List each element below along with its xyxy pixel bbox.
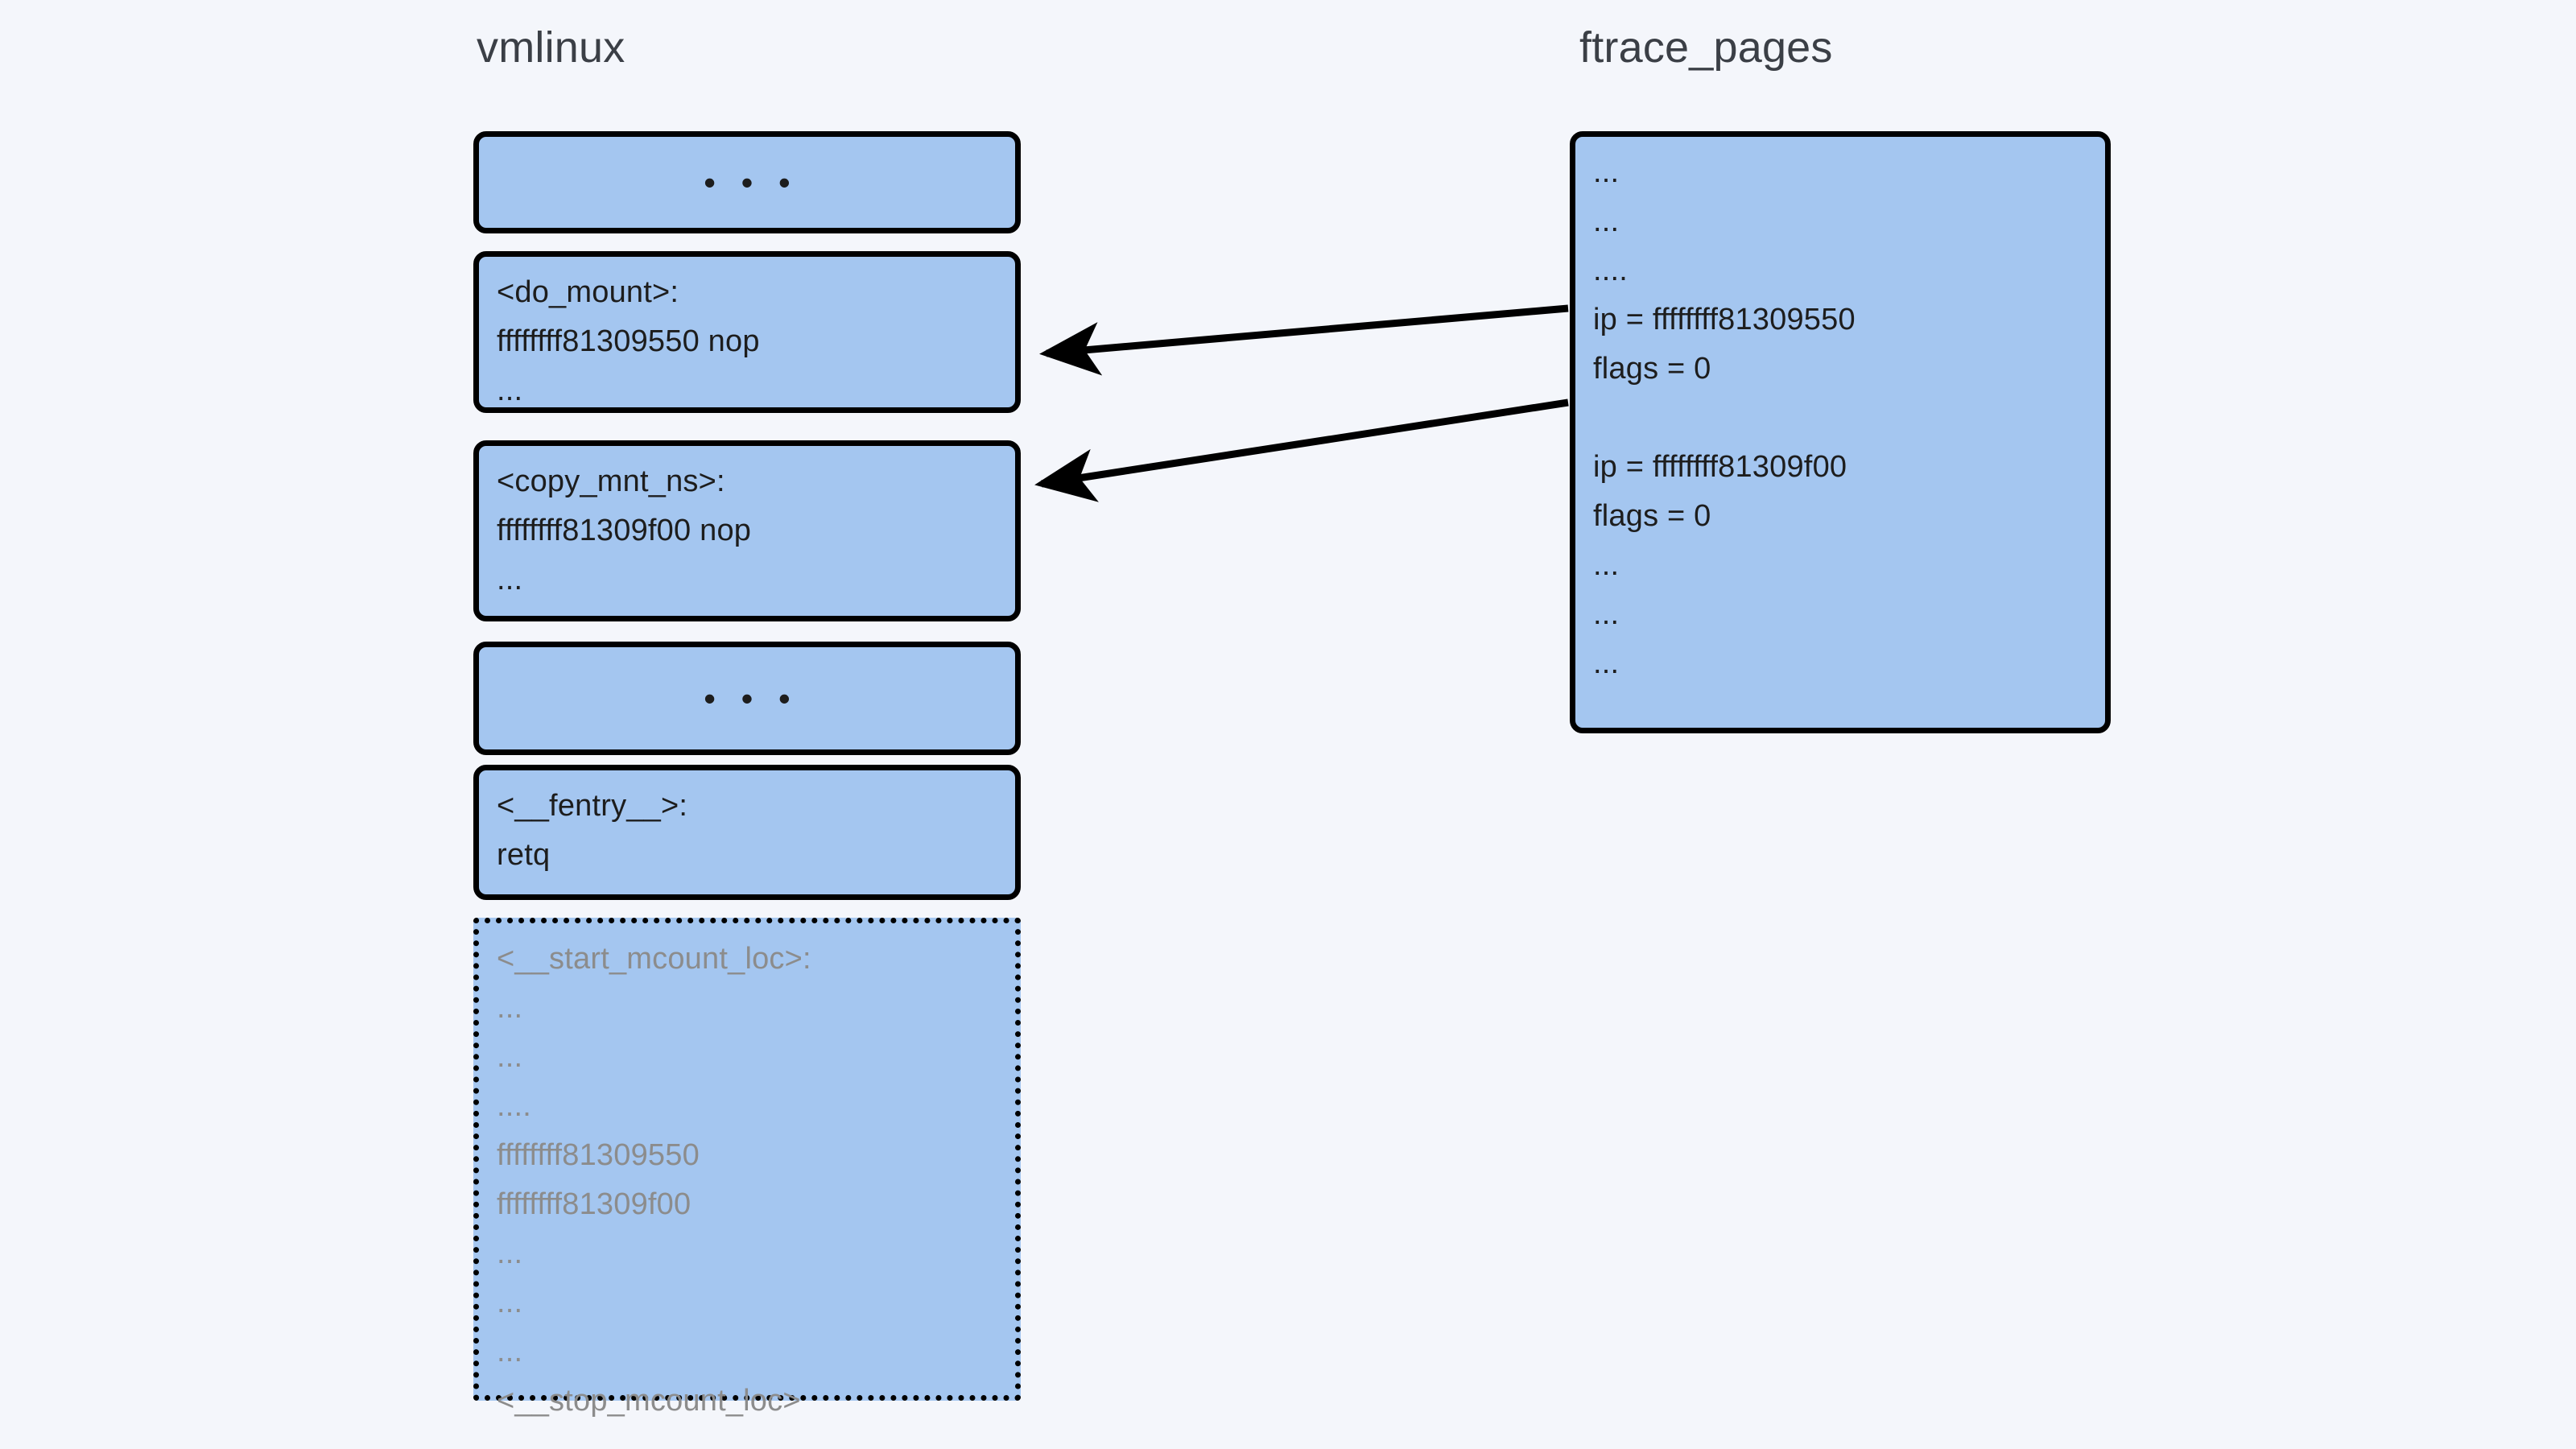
- ellipsis-glyph: • • •: [704, 679, 799, 717]
- code-line-address: ffffffff81309f00: [497, 1187, 691, 1221]
- arrow-ip-to-do-mount: [1039, 304, 1569, 376]
- code-lines: <copy_mnt_ns>: ffffffff81309f00 nop ...: [497, 457, 1005, 605]
- code-line-symbol: <copy_mnt_ns>:: [497, 464, 725, 498]
- code-line-start-marker: <__start_mcount_loc>:: [497, 942, 811, 976]
- ftrace-pages-block: ... ... .... ip = ffffffff81309550 flags…: [1570, 131, 2111, 733]
- vmlinux-symbol-block-do-mount: <do_mount>: ffffffff81309550 nop ...: [473, 251, 1021, 413]
- record-line-flags-2: flags = 0: [1593, 499, 1711, 533]
- code-line-instruction: retq: [497, 838, 551, 872]
- record-line-ellipsis: ...: [1593, 155, 1620, 189]
- code-line-instruction: ffffffff81309550 nop: [497, 324, 760, 358]
- code-line-ellipsis: ...: [497, 1236, 523, 1270]
- code-line-address: ffffffff81309550: [497, 1138, 700, 1172]
- code-line-instruction: ffffffff81309f00 nop: [497, 514, 752, 547]
- code-line-ellipsis: ...: [497, 1286, 523, 1319]
- code-line-stop-marker: <__stop_mcount_loc>: [497, 1384, 801, 1418]
- ellipsis-glyph: • • •: [704, 163, 799, 201]
- code-lines: <__start_mcount_loc>: ... ... .... fffff…: [497, 935, 1005, 1426]
- column-title-vmlinux: vmlinux: [477, 23, 625, 72]
- record-line-ellipsis: ...: [1593, 204, 1620, 238]
- code-line-ellipsis: ...: [497, 1335, 523, 1368]
- record-line-ip-2: ip = ffffffff81309f00: [1593, 450, 1847, 484]
- code-line-ellipsis: ...: [497, 374, 523, 407]
- vmlinux-ellipsis-block-top: • • •: [473, 131, 1021, 233]
- code-line-symbol: <do_mount>:: [497, 275, 679, 309]
- vmlinux-symbol-block-fentry: <__fentry__>: retq: [473, 765, 1021, 900]
- record-line-ellipsis: ...: [1593, 597, 1620, 631]
- code-line-ellipsis: ...: [497, 1040, 523, 1074]
- code-lines: <__fentry__>: retq: [497, 782, 1005, 880]
- record-line-ip-1: ip = ffffffff81309550: [1593, 303, 1856, 336]
- code-lines: <do_mount>: ffffffff81309550 nop ...: [497, 268, 1005, 415]
- record-line-ellipsis: ...: [1593, 646, 1620, 680]
- arrow-ip-to-copy-mnt-ns: [1034, 398, 1569, 502]
- vmlinux-symbol-block-copy-mnt-ns: <copy_mnt_ns>: ffffffff81309f00 nop ...: [473, 440, 1021, 621]
- record-lines: ... ... .... ip = ffffffff81309550 flags…: [1593, 148, 2095, 688]
- vmlinux-ellipsis-block-middle: • • •: [473, 642, 1021, 755]
- record-line-spacer: [1593, 394, 2095, 443]
- record-line-flags-1: flags = 0: [1593, 352, 1711, 386]
- code-line-symbol: <__fentry__>:: [497, 789, 688, 823]
- record-line-ellipsis: ...: [1593, 548, 1620, 582]
- code-line-ellipsis: ....: [497, 1089, 532, 1123]
- vmlinux-mcount-loc-section: <__start_mcount_loc>: ... ... .... fffff…: [473, 918, 1021, 1418]
- code-line-ellipsis: ...: [497, 991, 523, 1025]
- code-line-ellipsis: ...: [497, 563, 523, 597]
- record-line-ellipsis: ....: [1593, 254, 1629, 287]
- column-title-ftrace-pages: ftrace_pages: [1579, 23, 1833, 72]
